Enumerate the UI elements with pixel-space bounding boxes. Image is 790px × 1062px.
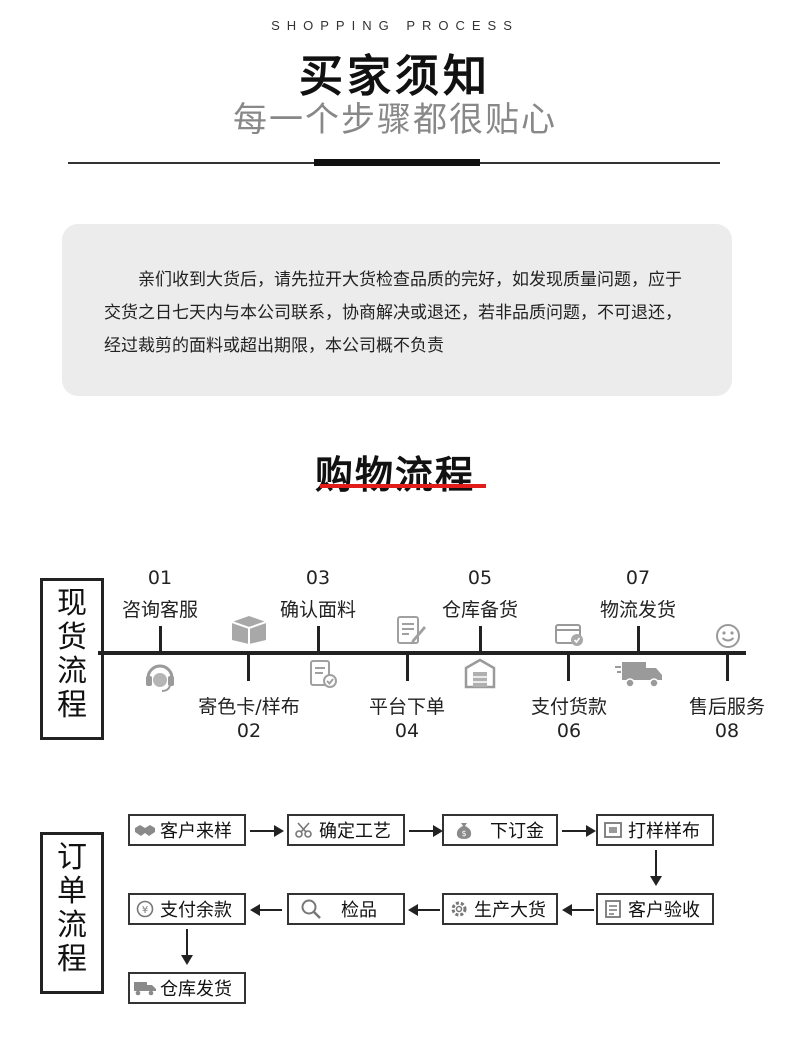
arrow-right	[409, 825, 443, 837]
warehouse-icon	[464, 658, 496, 689]
money-bag-icon: $	[444, 820, 484, 840]
order-flow-label-char: 订	[57, 840, 87, 875]
process-step-label: 确定工艺	[319, 821, 391, 842]
process-step: 打样样布	[596, 814, 714, 846]
step-number: 06	[556, 720, 582, 742]
step-label: 平台下单	[368, 696, 445, 718]
process-step: 生产大货	[442, 893, 558, 925]
svg-text:$: $	[461, 829, 466, 838]
process-step-label: 仓库发货	[160, 979, 232, 1000]
timeline-tick	[637, 626, 640, 652]
page-subtitle: 每一个步骤都很贴心	[233, 100, 557, 140]
process-step: 客户来样	[128, 814, 246, 846]
truck-icon	[615, 662, 662, 688]
sample-icon	[598, 820, 628, 840]
timeline-tick	[567, 655, 570, 681]
step-number: 08	[714, 720, 740, 742]
order-flow-label-char: 程	[57, 942, 87, 977]
spot-flow-label-char: 现	[57, 586, 87, 621]
process-step: 确定工艺	[287, 814, 405, 846]
notice-text: 亲们收到大货后，请先拉开大货检查品质的完好，如发现质量问题，应于交货之日七天内与…	[104, 270, 682, 356]
process-step-label: 客户验收	[628, 900, 700, 921]
spot-flow-label-char: 货	[57, 620, 87, 655]
step-number: 03	[305, 567, 331, 589]
handshake-icon	[130, 822, 160, 838]
arrow-right	[250, 825, 284, 837]
arrow-right	[562, 825, 596, 837]
timeline-tick	[406, 655, 409, 681]
step-label: 售后服务	[688, 696, 765, 718]
process-step-label: 生产大货	[474, 900, 546, 921]
process-step-label: 支付余款	[160, 900, 232, 921]
timeline-tick	[726, 655, 729, 681]
spot-flow-label-char: 流	[57, 654, 87, 689]
timeline-tick	[317, 626, 320, 652]
order-flow-label: 订 单 流 程	[40, 832, 104, 994]
step-label: 咨询客服	[121, 599, 198, 621]
spot-flow-timeline	[98, 651, 746, 655]
box-icon	[231, 616, 267, 644]
step-number: 05	[467, 567, 493, 589]
gear-icon	[444, 899, 474, 919]
arrow-left	[562, 904, 594, 916]
scissors-icon	[289, 821, 319, 839]
arrow-down	[650, 850, 662, 886]
smile-icon	[716, 624, 740, 648]
step-number: 02	[236, 720, 262, 742]
step-label: 仓库备货	[441, 599, 518, 621]
card-icon	[555, 624, 583, 646]
order-flow-label-char: 单	[57, 874, 87, 909]
document-icon	[598, 899, 628, 919]
divider-accent	[314, 159, 480, 166]
process-step-label: 下订金	[490, 821, 544, 842]
step-label: 寄色卡/样布	[198, 696, 300, 718]
headset-icon	[146, 664, 174, 692]
arrow-down	[181, 929, 193, 965]
spot-flow-label-char: 程	[57, 688, 87, 723]
step-number: 04	[394, 720, 420, 742]
process-step-label: 打样样布	[628, 821, 700, 842]
arrow-left	[408, 904, 440, 916]
yen-icon: ¥	[130, 899, 160, 919]
process-step: 客户验收	[596, 893, 714, 925]
truck-icon	[130, 980, 160, 996]
process-step: ¥ 支付余款	[128, 893, 246, 925]
step-number: 01	[147, 567, 173, 589]
step-label: 支付货款	[530, 696, 607, 718]
page-title: 买家须知	[299, 51, 491, 102]
step-number: 07	[625, 567, 651, 589]
timeline-tick	[479, 626, 482, 652]
section-title: 购物流程	[314, 452, 475, 497]
checklist-icon	[310, 660, 337, 688]
timeline-tick	[159, 626, 162, 652]
section-title-underline	[320, 484, 486, 488]
arrow-left	[250, 904, 282, 916]
svg-text:¥: ¥	[142, 905, 148, 916]
order-flow-label-char: 流	[57, 908, 87, 943]
timeline-tick	[247, 655, 250, 681]
spot-flow-label: 现 货 流 程	[40, 578, 104, 740]
process-step-label: 检品	[341, 900, 377, 921]
step-label: 物流发货	[599, 599, 676, 621]
process-step: 仓库发货	[128, 972, 246, 1004]
process-step: $ 下订金	[442, 814, 558, 846]
header-en-title: SHOPPING PROCESS	[271, 18, 519, 33]
process-step: 检品	[287, 893, 405, 925]
step-label: 确认面料	[279, 599, 356, 621]
process-step-label: 客户来样	[160, 821, 232, 842]
search-icon	[289, 898, 333, 920]
edit-doc-icon	[397, 616, 426, 644]
notice-box: 亲们收到大货后，请先拉开大货检查品质的完好，如发现质量问题，应于交货之日七天内与…	[62, 224, 732, 396]
